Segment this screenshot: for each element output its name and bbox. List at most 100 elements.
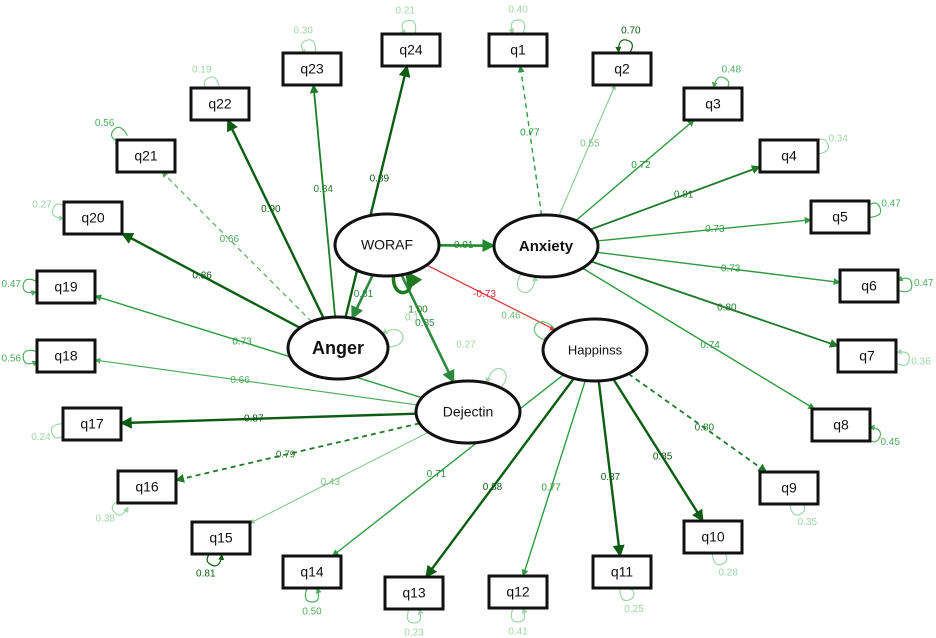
latent-label-anxiety: Anxiety bbox=[519, 238, 574, 255]
latent-ellipse-anger bbox=[286, 315, 390, 381]
item-label-q4: q4 bbox=[781, 148, 797, 164]
item-box-q22 bbox=[189, 86, 251, 122]
item-label-q17: q17 bbox=[80, 416, 104, 432]
loading-happinss-q12 bbox=[521, 380, 586, 577]
residual-label-q16: 0.38 bbox=[96, 513, 116, 524]
residual-label-q10: 0.28 bbox=[718, 567, 738, 578]
item-label-q18: q18 bbox=[54, 348, 78, 364]
item-q21: q21 bbox=[115, 138, 177, 174]
item-q19: q19 bbox=[35, 269, 97, 305]
residual-arc-q20 bbox=[51, 203, 69, 222]
loading-dejectin-q17 bbox=[119, 412, 417, 429]
path-woraf-happinss bbox=[426, 264, 556, 331]
extra-label-1: 0.46 bbox=[501, 311, 521, 322]
loading-label-q7: 0.80 bbox=[717, 303, 737, 314]
residual-label-q9: 0.35 bbox=[798, 517, 818, 528]
residual-label-q15: 0.81 bbox=[196, 568, 216, 579]
residual-arc-q13 bbox=[406, 608, 424, 624]
item-q10: q10 bbox=[682, 519, 744, 555]
labels-layer: 0.770.550.720.810.730.730.800.740.800.85… bbox=[2, 5, 934, 638]
item-q15: q15 bbox=[190, 520, 252, 556]
item-label-q11: q11 bbox=[611, 564, 634, 580]
item-box-q16 bbox=[116, 469, 178, 505]
latent-ellipse-anxiety bbox=[492, 213, 600, 279]
item-box-q15 bbox=[190, 520, 252, 556]
item-q12: q12 bbox=[487, 574, 549, 610]
item-q13: q13 bbox=[383, 575, 445, 611]
residual-label-q18: 0.56 bbox=[2, 353, 22, 364]
loading-label-q13: 0.88 bbox=[483, 482, 503, 493]
residual-arc-q2 bbox=[615, 39, 633, 56]
item-label-q19: q19 bbox=[54, 279, 78, 295]
item-label-q5: q5 bbox=[832, 209, 848, 225]
residual-arc-q11 bbox=[619, 584, 635, 602]
path-woraf-dejectin bbox=[400, 274, 455, 384]
item-box-q14 bbox=[281, 554, 343, 590]
item-q5: q5 bbox=[809, 199, 871, 235]
item-box-q17 bbox=[61, 406, 123, 442]
loading-anxiety-q7 bbox=[590, 260, 839, 348]
item-box-q4 bbox=[758, 138, 820, 174]
item-label-q21: q21 bbox=[134, 148, 158, 164]
item-box-q13 bbox=[383, 575, 445, 611]
residual-arc-q5 bbox=[864, 202, 882, 218]
residual-loop-happinss bbox=[533, 321, 556, 343]
loading-label-q23: 0.84 bbox=[313, 184, 333, 195]
residual-label-q11: 0.25 bbox=[624, 604, 644, 615]
residual-arc-q18 bbox=[22, 349, 39, 367]
loading-label-q15: 0.43 bbox=[321, 477, 341, 488]
loading-happinss-q10 bbox=[612, 378, 704, 523]
loading-label-q3: 0.72 bbox=[631, 160, 651, 171]
extra-label-3: 0.1 bbox=[405, 313, 419, 324]
item-label-q12: q12 bbox=[506, 584, 530, 600]
path-woraf-anger bbox=[350, 274, 374, 320]
item-q17: q17 bbox=[61, 406, 123, 442]
item-label-q10: q10 bbox=[701, 529, 725, 545]
loading-label-q16: 0.79 bbox=[276, 449, 296, 460]
loading-anxiety-q5 bbox=[597, 216, 812, 242]
residual-label-q17: 0.24 bbox=[31, 432, 51, 443]
loading-label-q8: 0.74 bbox=[700, 340, 720, 351]
item-label-q3: q3 bbox=[705, 96, 721, 112]
item-box-q23 bbox=[281, 51, 343, 87]
latent-ellipse-woraf bbox=[333, 212, 441, 278]
residual-arc-q16 bbox=[111, 498, 129, 516]
residual-arc-q15 bbox=[206, 549, 225, 567]
loading-label-q19: 0.73 bbox=[232, 336, 252, 347]
loading-label-q18: 0.66 bbox=[230, 375, 250, 386]
loading-dejectin-q15 bbox=[249, 431, 429, 524]
item-box-q7 bbox=[836, 338, 898, 374]
loading-happinss-q9 bbox=[627, 373, 768, 473]
loading-dejectin-q18 bbox=[94, 357, 418, 406]
latent-anxiety: Anxiety bbox=[492, 213, 600, 279]
residual-arc-q17 bbox=[50, 423, 68, 439]
loading-happinss-q13 bbox=[424, 377, 575, 578]
loading-anxiety-q6 bbox=[596, 251, 841, 286]
item-box-q3 bbox=[682, 86, 744, 122]
path-label-dejectin: 0.85 bbox=[415, 318, 435, 329]
loading-anxiety-q8 bbox=[582, 267, 816, 410]
loading-anger-q20 bbox=[120, 232, 301, 329]
loading-anger-q24 bbox=[344, 64, 411, 318]
item-label-q9: q9 bbox=[781, 480, 797, 496]
item-box-q24 bbox=[380, 32, 442, 68]
item-label-q1: q1 bbox=[510, 42, 526, 58]
loading-label-q5: 0.73 bbox=[705, 224, 725, 235]
residual-label-q5: 0.47 bbox=[881, 198, 901, 209]
residual-arc-q19 bbox=[22, 278, 38, 296]
residual-label-q2: 0.70 bbox=[621, 25, 641, 36]
latent-dejectin: Dejectin bbox=[414, 379, 522, 445]
path-label-anger: 0.81 bbox=[354, 289, 374, 300]
loading-label-q12: 0.77 bbox=[541, 483, 561, 494]
item-label-q7: q7 bbox=[859, 348, 875, 364]
loading-anxiety-q1 bbox=[517, 65, 543, 216]
item-q11: q11 bbox=[591, 554, 653, 590]
extra-label-2: 0.27 bbox=[456, 340, 476, 351]
item-q23: q23 bbox=[281, 51, 343, 87]
loading-anger-q23 bbox=[309, 84, 337, 318]
item-label-q6: q6 bbox=[861, 278, 877, 294]
item-q20: q20 bbox=[62, 200, 124, 236]
loading-label-q11: 0.87 bbox=[601, 472, 621, 483]
